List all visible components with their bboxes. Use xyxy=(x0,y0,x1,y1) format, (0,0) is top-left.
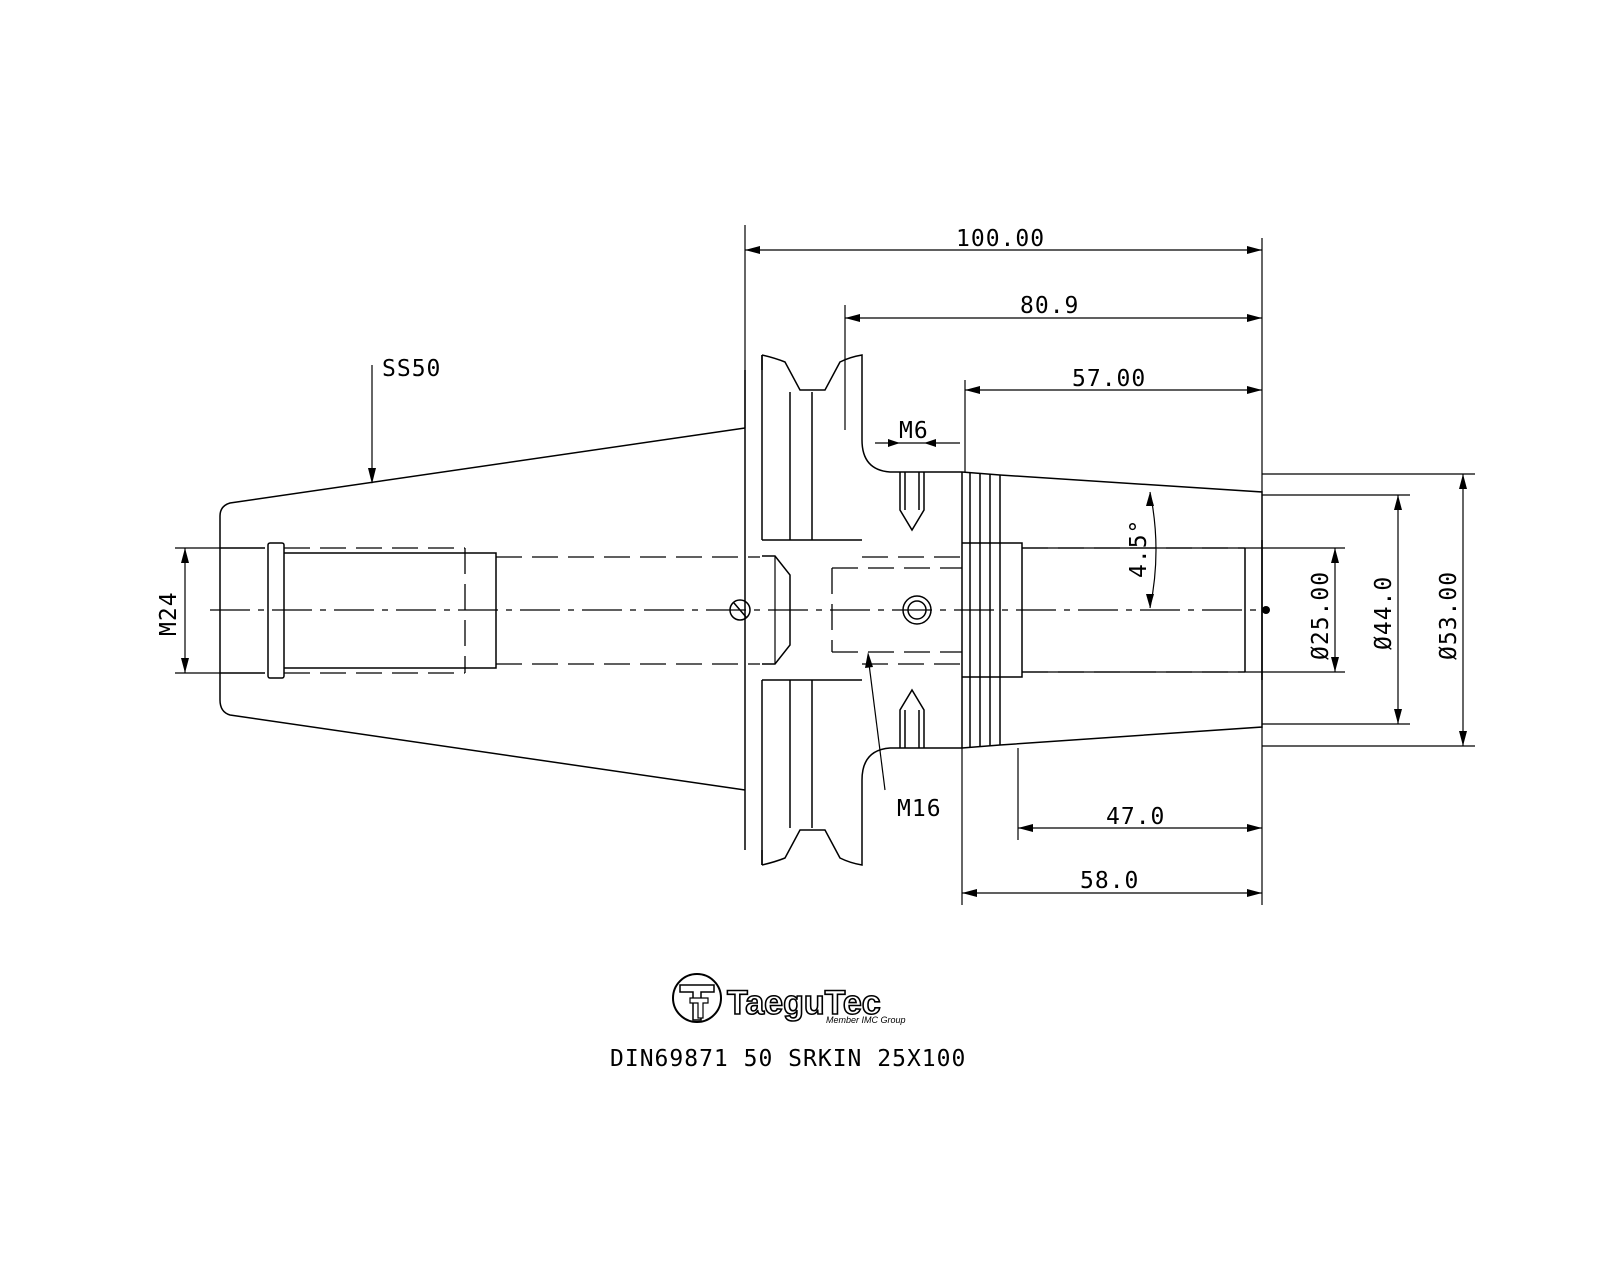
dim-dia-25: Ø25.00 xyxy=(1308,571,1334,660)
dim-dia-44: Ø44.0 xyxy=(1371,576,1397,650)
label-m16: M16 xyxy=(897,796,942,822)
dimension-lines xyxy=(175,225,1475,905)
dim-length-58: 58.0 xyxy=(1080,868,1139,894)
body xyxy=(729,430,962,790)
logo-brand: TaeguTec xyxy=(727,984,881,1022)
taegutec-logo-icon xyxy=(672,973,722,1023)
flange xyxy=(744,354,863,866)
dim-length-57: 57.00 xyxy=(1072,366,1146,392)
taper-shank xyxy=(219,427,760,791)
dim-overall-length: 100.00 xyxy=(956,226,1045,252)
dim-angle: 4.5° xyxy=(1126,519,1152,578)
dim-length-80: 80.9 xyxy=(1020,293,1079,319)
logo-tagline: Member IMC Group xyxy=(826,1015,906,1025)
label-m24: M24 xyxy=(156,591,182,636)
label-m6: M6 xyxy=(899,418,929,444)
label-ss50: SS50 xyxy=(382,356,441,382)
model-code: DIN69871 50 SRKIN 25X100 xyxy=(610,1046,966,1072)
dim-dia-53: Ø53.00 xyxy=(1436,571,1462,660)
dim-length-47: 47.0 xyxy=(1106,804,1165,830)
